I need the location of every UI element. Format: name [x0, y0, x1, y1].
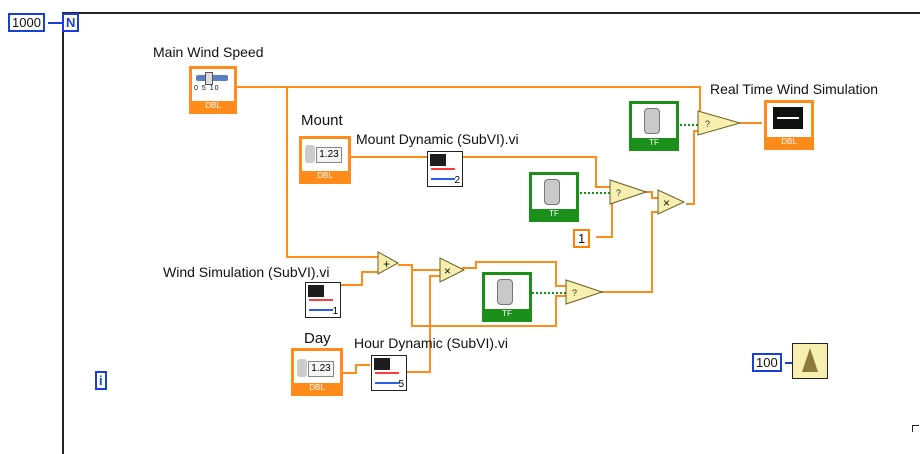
real-time-wind-simulation-indicator[interactable]: DBL — [764, 100, 814, 150]
subvi-waveform — [375, 372, 399, 384]
wait-ms-constant[interactable]: 100 — [752, 353, 782, 372]
wire-layer: + × × ? ? ? — [236, 86, 762, 374]
svg-text:?: ? — [705, 119, 710, 129]
wire-add-to-select[interactable] — [411, 295, 568, 327]
indicator-label: Real Time Wind Simulation — [710, 81, 879, 97]
subvi-icon — [430, 154, 446, 166]
numeric-stepper — [297, 359, 307, 377]
mount-dynamic-subvi[interactable]: 2 — [427, 151, 463, 187]
wire-speed-to-add[interactable] — [236, 86, 380, 258]
svg-text:?: ? — [616, 188, 621, 198]
select-node-3[interactable]: ? — [697, 110, 742, 136]
mount-label: Mount — [301, 112, 343, 129]
hour-dynamic-label: Hour Dynamic (SubVI).vi — [354, 335, 509, 351]
slider-scale: 0 5 10 — [194, 85, 220, 92]
boolean-wires — [528, 124, 700, 294]
wire-sel1-out[interactable] — [644, 191, 660, 199]
loop-count-terminal[interactable]: N — [62, 13, 80, 32]
type-tag: DBL — [294, 383, 340, 393]
switch-icon — [544, 179, 560, 205]
main-wind-speed-control[interactable]: 0 5 10 DBL — [189, 66, 237, 114]
iteration-terminal[interactable]: i — [95, 371, 107, 390]
wire-day[interactable] — [340, 364, 370, 374]
loop-frame — [62, 12, 920, 454]
multiply-node-1[interactable]: × — [439, 257, 466, 283]
wire-mount[interactable] — [348, 156, 612, 188]
day-control[interactable]: 1.23 DBL — [291, 348, 343, 396]
type-tag: DBL — [302, 171, 348, 181]
multiply-node-2[interactable]: × — [657, 189, 686, 215]
numeric-display: 1.23 — [308, 361, 334, 377]
wait-ms-function[interactable] — [792, 343, 828, 379]
subvi-index: 2 — [454, 175, 460, 186]
subvi-index: 5 — [398, 379, 404, 390]
svg-text:?: ? — [572, 288, 577, 298]
type-tag: TF — [485, 309, 529, 319]
subvi-waveform — [309, 299, 333, 311]
type-tag: TF — [632, 138, 676, 148]
subvi-icon — [308, 285, 324, 297]
multiply-symbol-1: × — [444, 264, 451, 278]
loop-corner-mark — [912, 425, 919, 432]
wire-mult2-out[interactable] — [686, 130, 700, 205]
loop-count-constant[interactable]: 1000 — [8, 13, 45, 32]
subvi-icon — [374, 358, 390, 370]
day-label: Day — [304, 330, 331, 347]
mount-dynamic-label: Mount Dynamic (SubVI).vi — [356, 131, 519, 147]
select-node-1[interactable]: ? — [609, 179, 648, 205]
type-tag: DBL — [767, 137, 811, 147]
subvi-index: 1 — [332, 306, 338, 317]
boolean-switch-2[interactable]: TF — [529, 172, 579, 222]
hour-dynamic-subvi[interactable]: 5 — [371, 355, 407, 391]
add-node[interactable]: + — [377, 251, 400, 275]
multiply-symbol-2: × — [663, 196, 670, 210]
boolean-switch-3[interactable]: TF — [482, 272, 532, 322]
numeric-wires — [236, 86, 762, 374]
slider-thumb — [205, 72, 213, 85]
constant-one[interactable]: 1 — [573, 229, 591, 248]
wind-simulation-subvi[interactable]: 1 — [305, 282, 341, 318]
wind-simulation-label: Wind Simulation (SubVI).vi — [163, 264, 330, 280]
graph-trace — [777, 117, 799, 119]
wire-speed-to-select[interactable] — [287, 86, 701, 121]
loop-count-wire — [48, 22, 62, 24]
metronome-icon — [802, 348, 818, 372]
wire-windsim[interactable] — [340, 271, 380, 286]
wire-const-one[interactable] — [596, 197, 613, 238]
subvi-waveform — [431, 168, 455, 180]
wire-hour[interactable] — [404, 275, 442, 373]
type-tag: TF — [532, 209, 576, 219]
numeric-display: 1.23 — [316, 147, 342, 163]
wire-mult-out[interactable] — [462, 261, 568, 287]
wait-wire — [785, 362, 793, 364]
select-node-2[interactable]: ? — [565, 279, 604, 305]
mount-control[interactable]: 1.23 DBL — [299, 136, 351, 184]
main-wind-speed-label: Main Wind Speed — [153, 44, 264, 60]
numeric-stepper — [305, 145, 315, 163]
boolean-switch-1[interactable]: TF — [629, 101, 679, 151]
add-symbol: + — [383, 257, 390, 271]
switch-icon — [497, 279, 513, 305]
wire-add-out[interactable] — [398, 264, 442, 271]
switch-icon — [644, 108, 660, 134]
type-tag: DBL — [192, 101, 234, 111]
wire-sel2-out[interactable] — [600, 211, 660, 293]
